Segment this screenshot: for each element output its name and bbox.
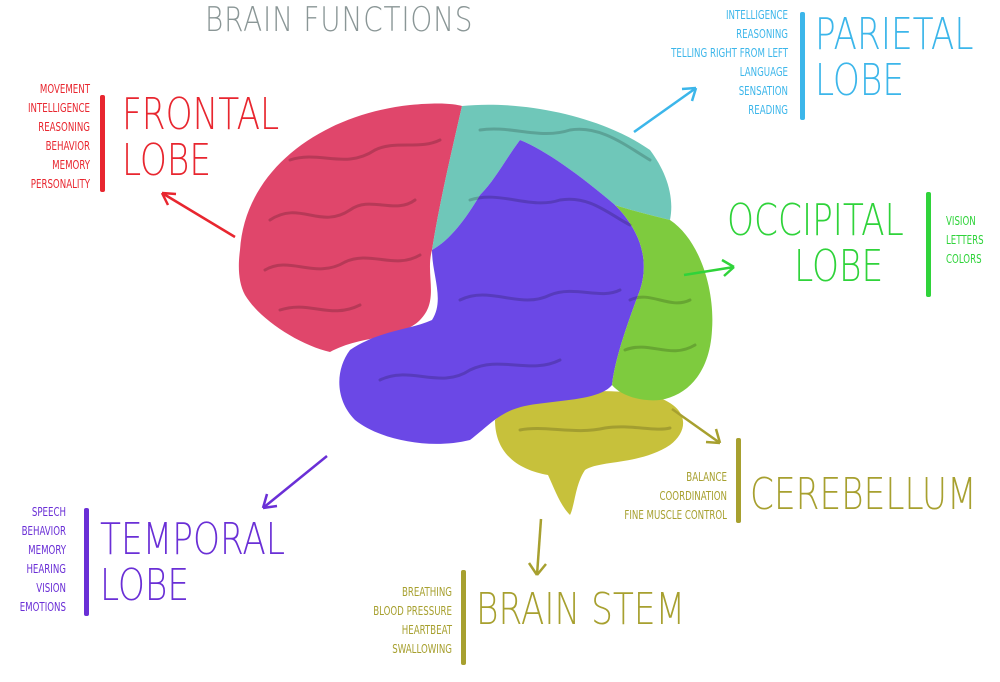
frontal-item: MOVEMENT	[39, 82, 90, 96]
parietal-item: INTELLIGENCE	[726, 8, 788, 22]
occipital-item: VISION	[946, 214, 976, 228]
occipital-bracket	[926, 192, 931, 297]
brain-stem-item: SWALLOWING	[392, 642, 452, 656]
brain-stem-item: HEARTBEAT	[401, 623, 452, 637]
brain-occipital-region	[612, 205, 713, 401]
cerebellum-item: BALANCE	[686, 470, 727, 484]
cerebellum-item: COORDINATION	[659, 489, 727, 503]
frontal-item: INTELLIGENCE	[28, 101, 90, 115]
cerebellum-arrow	[671, 407, 722, 445]
frontal-arrow	[160, 191, 236, 239]
brain-stem-item: BREATHING	[401, 585, 452, 599]
occipital-lobe-label: OCCIPITAL LOBE	[727, 195, 904, 292]
brain-stem-label: BRAIN STEM	[476, 584, 686, 635]
temporal-bracket	[84, 508, 89, 616]
parietal-item: TELLING RIGHT FROM LEFT	[671, 46, 788, 60]
brain-parietal-region	[432, 104, 672, 250]
parietal-lobe-label: PARIETAL LOBE	[815, 9, 974, 106]
brain-temporal-region	[339, 140, 644, 444]
frontal-item: PERSONALITY	[30, 177, 91, 191]
parietal-item: LANGUAGE	[739, 65, 788, 79]
temporal-lobe-label: TEMPORAL LOBE	[100, 514, 286, 611]
cerebellum-functions-list: BALANCE COORDINATION FINE MUSCLE CONTROL	[585, 468, 727, 525]
parietal-item: SENSATION	[738, 84, 788, 98]
cerebellum-item: FINE MUSCLE CONTROL	[624, 508, 727, 522]
occipital-functions-list: VISION LETTERS COLORS	[946, 212, 1000, 269]
brain-stem-bracket	[461, 570, 466, 665]
occipital-arrow	[683, 258, 735, 277]
temporal-item: MEMORY	[28, 543, 66, 557]
temporal-functions-list: SPEECH BEHAVIOR MEMORY HEARING VISION EM…	[0, 503, 66, 617]
brain-stem-functions-list: BREATHING BLOOD PRESSURE HEARTBEAT SWALL…	[330, 583, 452, 659]
temporal-arrow	[261, 455, 328, 510]
occipital-item: COLORS	[946, 252, 982, 266]
occipital-item: LETTERS	[946, 233, 984, 247]
brain-stem-item: BLOOD PRESSURE	[373, 604, 452, 618]
cerebellum-label: CEREBELLUM	[750, 469, 977, 520]
temporal-item: BEHAVIOR	[21, 524, 66, 538]
frontal-item: REASONING	[38, 120, 90, 134]
brain-frontal-region	[238, 103, 462, 352]
temporal-item: VISION	[36, 581, 66, 595]
parietal-functions-list: INTELLIGENCE REASONING TELLING RIGHT FRO…	[620, 6, 788, 120]
frontal-lobe-label: FRONTAL LOBE	[122, 89, 280, 186]
frontal-bracket	[100, 95, 105, 192]
parietal-bracket	[800, 12, 805, 120]
temporal-item: SPEECH	[31, 505, 66, 519]
frontal-item: BEHAVIOR	[45, 139, 90, 153]
frontal-functions-list: MOVEMENT INTELLIGENCE REASONING BEHAVIOR…	[0, 80, 90, 194]
parietal-item: REASONING	[736, 27, 788, 41]
temporal-item: HEARING	[26, 562, 66, 576]
brain-stem-arrow	[527, 518, 547, 576]
parietal-item: READING	[748, 103, 788, 117]
diagram-title: BRAIN FUNCTIONS	[205, 0, 474, 40]
parietal-arrow	[633, 86, 698, 134]
frontal-item: MEMORY	[52, 158, 90, 172]
temporal-item: EMOTIONS	[19, 600, 67, 614]
brain-cerebellum-region	[495, 391, 684, 515]
cerebellum-bracket	[736, 438, 741, 523]
